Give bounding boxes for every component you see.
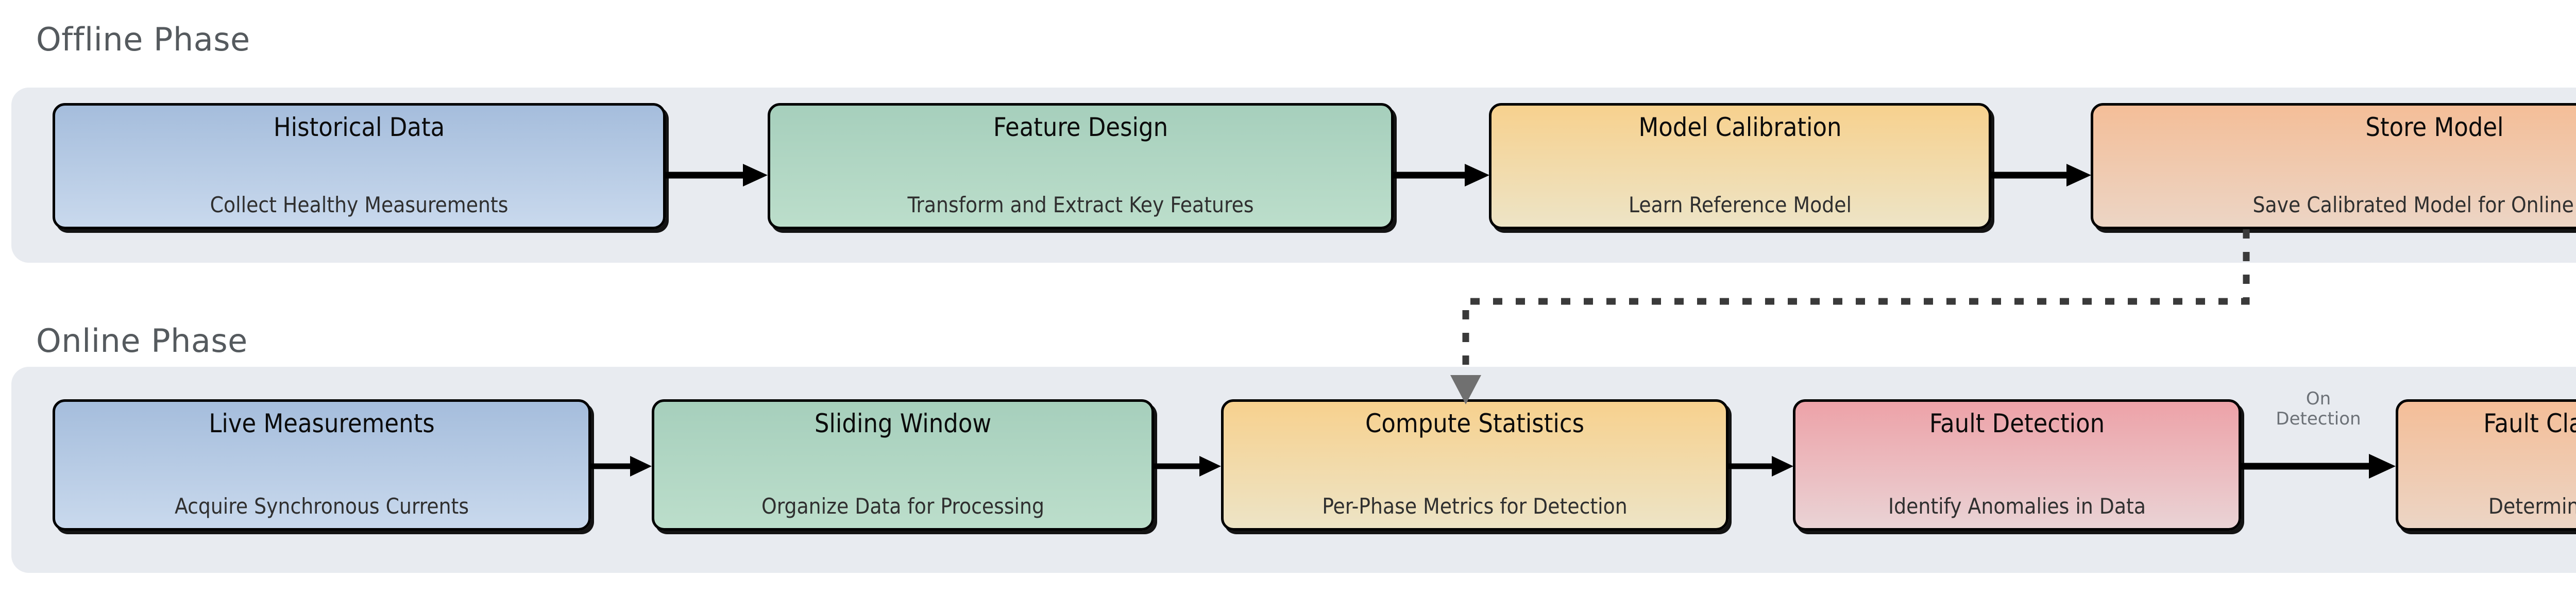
online-phase-title: Online Phase (36, 322, 248, 360)
node-subtitle: Transform and Extract Key Features (907, 192, 1254, 217)
edge-label-line-2: Detection (2276, 409, 2361, 430)
node-subtitle: Save Calibrated Model for Online Use (2252, 192, 2576, 217)
node-fault-classification[interactable]: Fault Classification Determine Fault Typ… (2396, 399, 2576, 531)
node-feature-design[interactable]: Feature Design Transform and Extract Key… (768, 103, 1394, 229)
node-historical-data[interactable]: Historical Data Collect Healthy Measurem… (53, 103, 666, 229)
node-title: Model Calibration (1638, 112, 1842, 142)
node-subtitle: Organize Data for Processing (761, 493, 1044, 519)
node-subtitle: Acquire Synchronous Currents (174, 493, 469, 519)
node-title: Fault Detection (1929, 409, 2105, 438)
node-subtitle: Per-Phase Metrics for Detection (1322, 493, 1628, 519)
node-subtitle: Identify Anomalies in Data (1888, 493, 2146, 519)
node-title: Feature Design (993, 112, 1168, 142)
node-subtitle: Collect Healthy Measurements (210, 192, 509, 217)
node-subtitle: Learn Reference Model (1629, 192, 1852, 217)
node-title: Store Model (2365, 112, 2504, 142)
node-title: Sliding Window (814, 409, 992, 438)
node-title: Compute Statistics (1365, 409, 1585, 438)
node-live-measurements[interactable]: Live Measurements Acquire Synchronous Cu… (53, 399, 591, 531)
node-subtitle: Determine Fault Type (2488, 493, 2576, 519)
node-title: Fault Classification (2483, 409, 2576, 438)
edge-label-line-1: On (2306, 388, 2331, 409)
node-fault-detection[interactable]: Fault Detection Identify Anomalies in Da… (1793, 399, 2241, 531)
node-compute-statistics[interactable]: Compute Statistics Per-Phase Metrics for… (1221, 399, 1728, 531)
offline-phase-title: Offline Phase (36, 21, 250, 58)
node-sliding-window[interactable]: Sliding Window Organize Data for Process… (652, 399, 1154, 531)
node-title: Live Measurements (209, 409, 435, 438)
node-title: Historical Data (273, 112, 445, 142)
edge-label-on-detection: On Detection (2267, 388, 2370, 430)
node-store-model[interactable]: Store Model Save Calibrated Model for On… (2091, 103, 2576, 229)
node-model-calibration[interactable]: Model Calibration Learn Reference Model (1489, 103, 1991, 229)
